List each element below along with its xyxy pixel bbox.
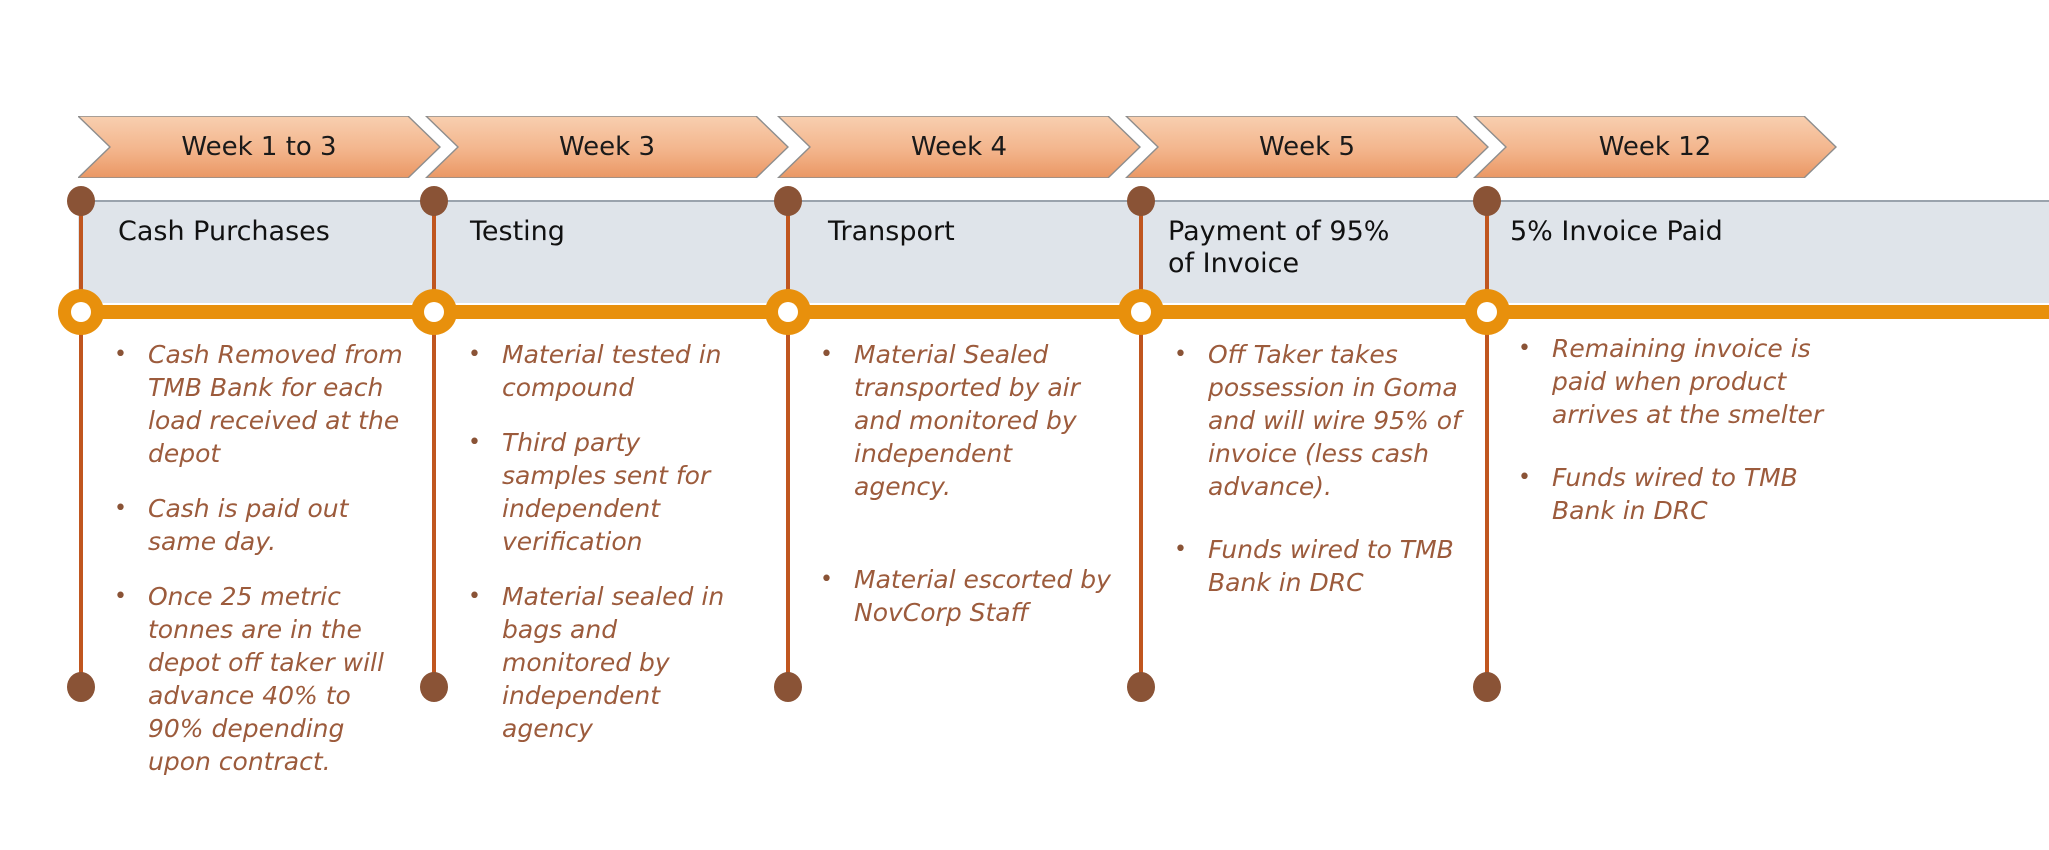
connector-line-1: [79, 200, 83, 690]
milestone-marker-1[interactable]: [58, 289, 104, 335]
bullet-text: Material Sealed transported by air and m…: [854, 340, 1080, 501]
bullet-item: • Material tested in compound: [460, 338, 750, 404]
bullet-text: Cash is paid out same day.: [148, 494, 349, 556]
phase-heading-band: [78, 200, 2049, 303]
phase-heading-2: Testing: [470, 216, 565, 247]
phase-heading-4: Payment of 95% of Invoice: [1168, 216, 1390, 279]
connector-line-2: [432, 200, 436, 690]
bullet-item: • Once 25 metric tonnes are in the depot…: [106, 580, 406, 778]
timeline-spine: [68, 305, 2049, 319]
connector-top-dot-1: [67, 186, 95, 216]
bullet-item: • Material Sealed transported by air and…: [812, 338, 1112, 503]
connector-bottom-dot-4: [1127, 672, 1155, 702]
bullet-item: • Third party samples sent for independe…: [460, 426, 750, 558]
milestone-marker-5[interactable]: [1464, 289, 1510, 335]
connector-line-5: [1485, 200, 1489, 690]
bullet-glyph-icon: •: [820, 567, 833, 592]
connector-bottom-dot-3: [774, 672, 802, 702]
bullet-glyph-icon: •: [468, 342, 481, 367]
chevron-segment-3: [776, 116, 1142, 178]
bullet-text: Funds wired to TMB Bank in DRC: [1208, 535, 1454, 597]
bullet-glyph-icon: •: [1518, 465, 1531, 490]
bullet-item: • Cash is paid out same day.: [106, 492, 406, 558]
bullet-text: Funds wired to TMB Bank in DRC: [1552, 463, 1798, 525]
phase-heading-3: Transport: [828, 216, 955, 247]
bullet-glyph-icon: •: [1518, 336, 1531, 361]
chevron-segment-1: [78, 116, 442, 178]
connector-top-dot-4: [1127, 186, 1155, 216]
bullet-glyph-icon: •: [114, 496, 127, 521]
bullet-glyph-icon: •: [468, 430, 481, 455]
bullet-item: • Funds wired to TMB Bank in DRC: [1166, 533, 1476, 599]
bullet-text: Material escorted by NovCorp Staff: [854, 565, 1111, 627]
connector-bottom-dot-5: [1473, 672, 1501, 702]
chevron-segment-4: [1124, 116, 1490, 178]
bullet-item: • Material escorted by NovCorp Staff: [812, 563, 1112, 629]
chevron-segment-5: [1472, 116, 1838, 178]
week-chevron-band: [78, 116, 1950, 178]
bullet-glyph-icon: •: [114, 342, 127, 367]
connector-top-dot-3: [774, 186, 802, 216]
bullet-text: Material sealed in bags and monitored by…: [502, 582, 725, 743]
bullet-glyph-icon: •: [1174, 342, 1187, 367]
connector-top-dot-2: [420, 186, 448, 216]
connector-bottom-dot-2: [420, 672, 448, 702]
bullet-list-1: • Cash Removed from TMB Bank for each lo…: [106, 338, 406, 800]
bullet-list-2: • Material tested in compound • Third pa…: [460, 338, 750, 767]
bullet-text: Cash Removed from TMB Bank for each load…: [148, 340, 403, 468]
bullet-glyph-icon: •: [1174, 537, 1187, 562]
bullet-list-4: • Off Taker takes possession in Goma and…: [1166, 338, 1476, 621]
bullet-list-3: • Material Sealed transported by air and…: [812, 338, 1112, 651]
milestone-marker-4[interactable]: [1118, 289, 1164, 335]
chevron-segment-2: [424, 116, 790, 178]
bullet-item: • Funds wired to TMB Bank in DRC: [1510, 461, 1830, 527]
bullet-text: Once 25 metric tonnes are in the depot o…: [148, 582, 384, 776]
bullet-item: • Material sealed in bags and monitored …: [460, 580, 750, 745]
milestone-marker-3[interactable]: [765, 289, 811, 335]
bullet-item: • Cash Removed from TMB Bank for each lo…: [106, 338, 406, 470]
bullet-text: Material tested in compound: [502, 340, 722, 402]
phase-heading-5: 5% Invoice Paid: [1510, 216, 1723, 247]
milestone-marker-2[interactable]: [411, 289, 457, 335]
bullet-item: • Remaining invoice is paid when product…: [1510, 332, 1830, 431]
bullet-item: • Off Taker takes possession in Goma and…: [1166, 338, 1476, 503]
bullet-text: Third party samples sent for independent…: [502, 428, 711, 556]
bullet-text: Off Taker takes possession in Goma and w…: [1208, 340, 1461, 501]
bullet-glyph-icon: •: [468, 584, 481, 609]
bullet-glyph-icon: •: [114, 584, 127, 609]
bullet-list-5: • Remaining invoice is paid when product…: [1510, 332, 1830, 549]
connector-line-3: [786, 200, 790, 690]
connector-line-4: [1139, 200, 1143, 690]
connector-top-dot-5: [1473, 186, 1501, 216]
phase-heading-1: Cash Purchases: [118, 216, 330, 247]
bullet-text: Remaining invoice is paid when product a…: [1552, 334, 1824, 429]
connector-bottom-dot-1: [67, 672, 95, 702]
bullet-glyph-icon: •: [820, 342, 833, 367]
